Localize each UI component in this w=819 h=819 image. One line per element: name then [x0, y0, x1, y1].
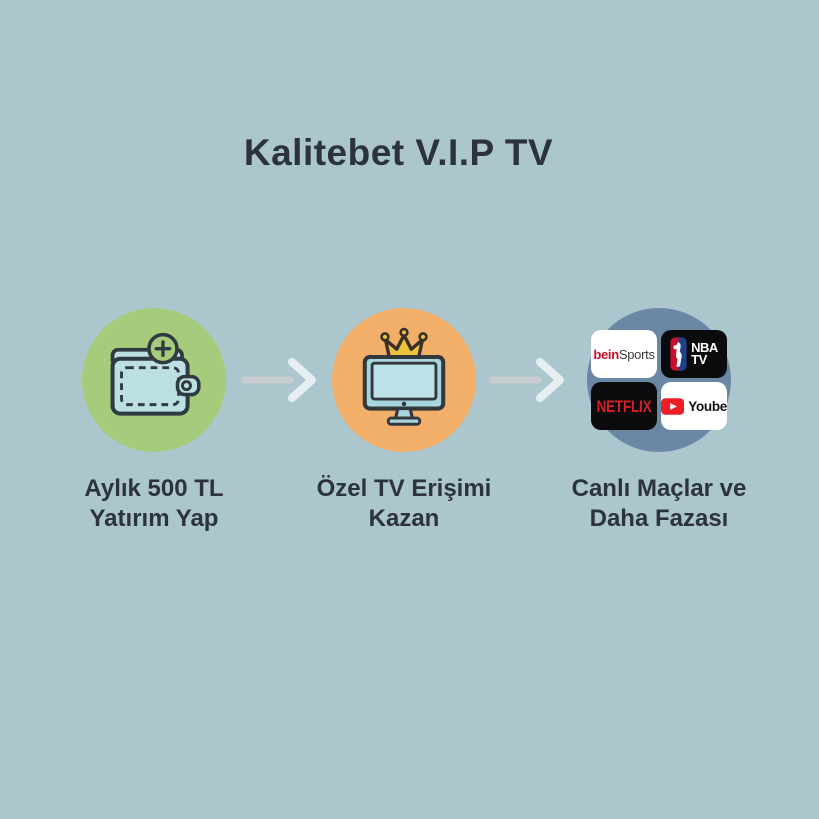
step-label: Özel TV Erişimi Kazan [317, 474, 492, 534]
step-arrow-1 [240, 352, 320, 408]
step-live-content: beinSports NBA TV NETFLIX [529, 308, 789, 534]
bein-sports-logo: beinSports [591, 330, 657, 378]
step-label: Aylık 500 TL Yatırım Yap [84, 474, 223, 534]
step-label: Canlı Maçlar ve Daha Fazası [572, 474, 747, 534]
step-label-line2: Yatırım Yap [89, 505, 219, 532]
deposit-circle-badge [82, 308, 226, 452]
step-arrow-2 [488, 352, 568, 408]
step-label-line2: Daha Fazası [589, 505, 729, 532]
netflix-logo: NETFLIX [591, 382, 657, 430]
page-title: Kalitebet V.I.P TV [243, 132, 554, 173]
step-tv-access: Özel TV Erişimi Kazan [274, 308, 534, 534]
step-deposit: Aylık 500 TL Yatırım Yap [24, 308, 284, 534]
step-label-line2: Kazan [368, 505, 440, 532]
step-label-line1: Özel TV Erişimi [316, 475, 492, 502]
youtube-wordmark: Yoube [688, 398, 727, 414]
nba-tv-logo: NBA TV [661, 330, 727, 378]
step-label-line1: Canlı Maçlar ve [571, 475, 747, 502]
netflix-wordmark: NETFLIX [596, 396, 652, 416]
bein-sports-wordmark: beinSports [593, 346, 655, 362]
youtube-logo: Yoube [661, 382, 727, 430]
wallet-plus-icon [110, 332, 201, 416]
content-circle-badge: beinSports NBA TV NETFLIX [587, 308, 731, 452]
nba-player-icon [670, 337, 687, 371]
chevron-right-icon [240, 358, 316, 402]
nba-tv-wordmark: NBA TV [691, 340, 718, 367]
chevron-right-icon [488, 358, 564, 402]
tv-crown-icon [362, 327, 446, 426]
step-label-line1: Aylık 500 TL [84, 475, 224, 502]
tv-circle-badge [332, 308, 476, 452]
youtube-play-icon [661, 397, 685, 415]
streaming-logos-grid: beinSports NBA TV NETFLIX [591, 330, 727, 430]
